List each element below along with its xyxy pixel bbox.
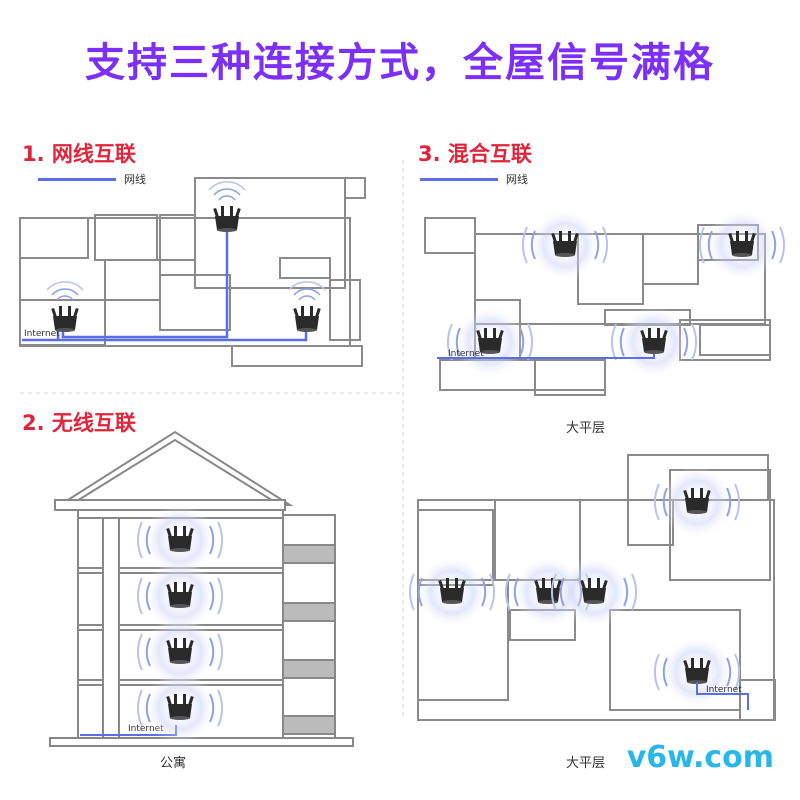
router-icon [521, 208, 609, 282]
floorplan-wired [19, 177, 366, 367]
wired-cables [22, 232, 308, 342]
internet-label-2: Internet [128, 724, 164, 734]
router-icon [653, 635, 741, 709]
section-wired-title: 1. 网线互联 [22, 142, 136, 166]
cable-legend-label: 网线 [124, 173, 146, 186]
section-hybrid-title: 3. 混合互联 [418, 142, 532, 166]
router-icon [698, 208, 786, 282]
internet-label-3: Internet [448, 349, 484, 359]
bottom-cable [696, 682, 749, 710]
watermark-logo: v6w.com [626, 740, 774, 775]
cable-legend-label: 网线 [506, 173, 528, 186]
router-icon [208, 181, 246, 232]
router-icon [610, 305, 698, 379]
caption-flat-bottom: 大平层 [566, 756, 606, 771]
page-title: 支持三种连接方式，全屋信号满格 [85, 40, 715, 86]
caption-apartment: 公寓 [160, 756, 187, 771]
cable-legend-line [420, 178, 498, 181]
hybrid-cable [437, 354, 655, 359]
section-wireless-title: 2. 无线互联 [22, 411, 136, 435]
caption-flat-top: 大平层 [566, 421, 606, 436]
internet-label-1: Internet [24, 329, 60, 339]
router-icon [288, 281, 326, 332]
router-icon [46, 281, 84, 332]
router-icon [408, 555, 496, 629]
cable-legend-line [38, 178, 116, 181]
internet-label-4: Internet [706, 685, 742, 695]
router-icon [653, 465, 741, 539]
